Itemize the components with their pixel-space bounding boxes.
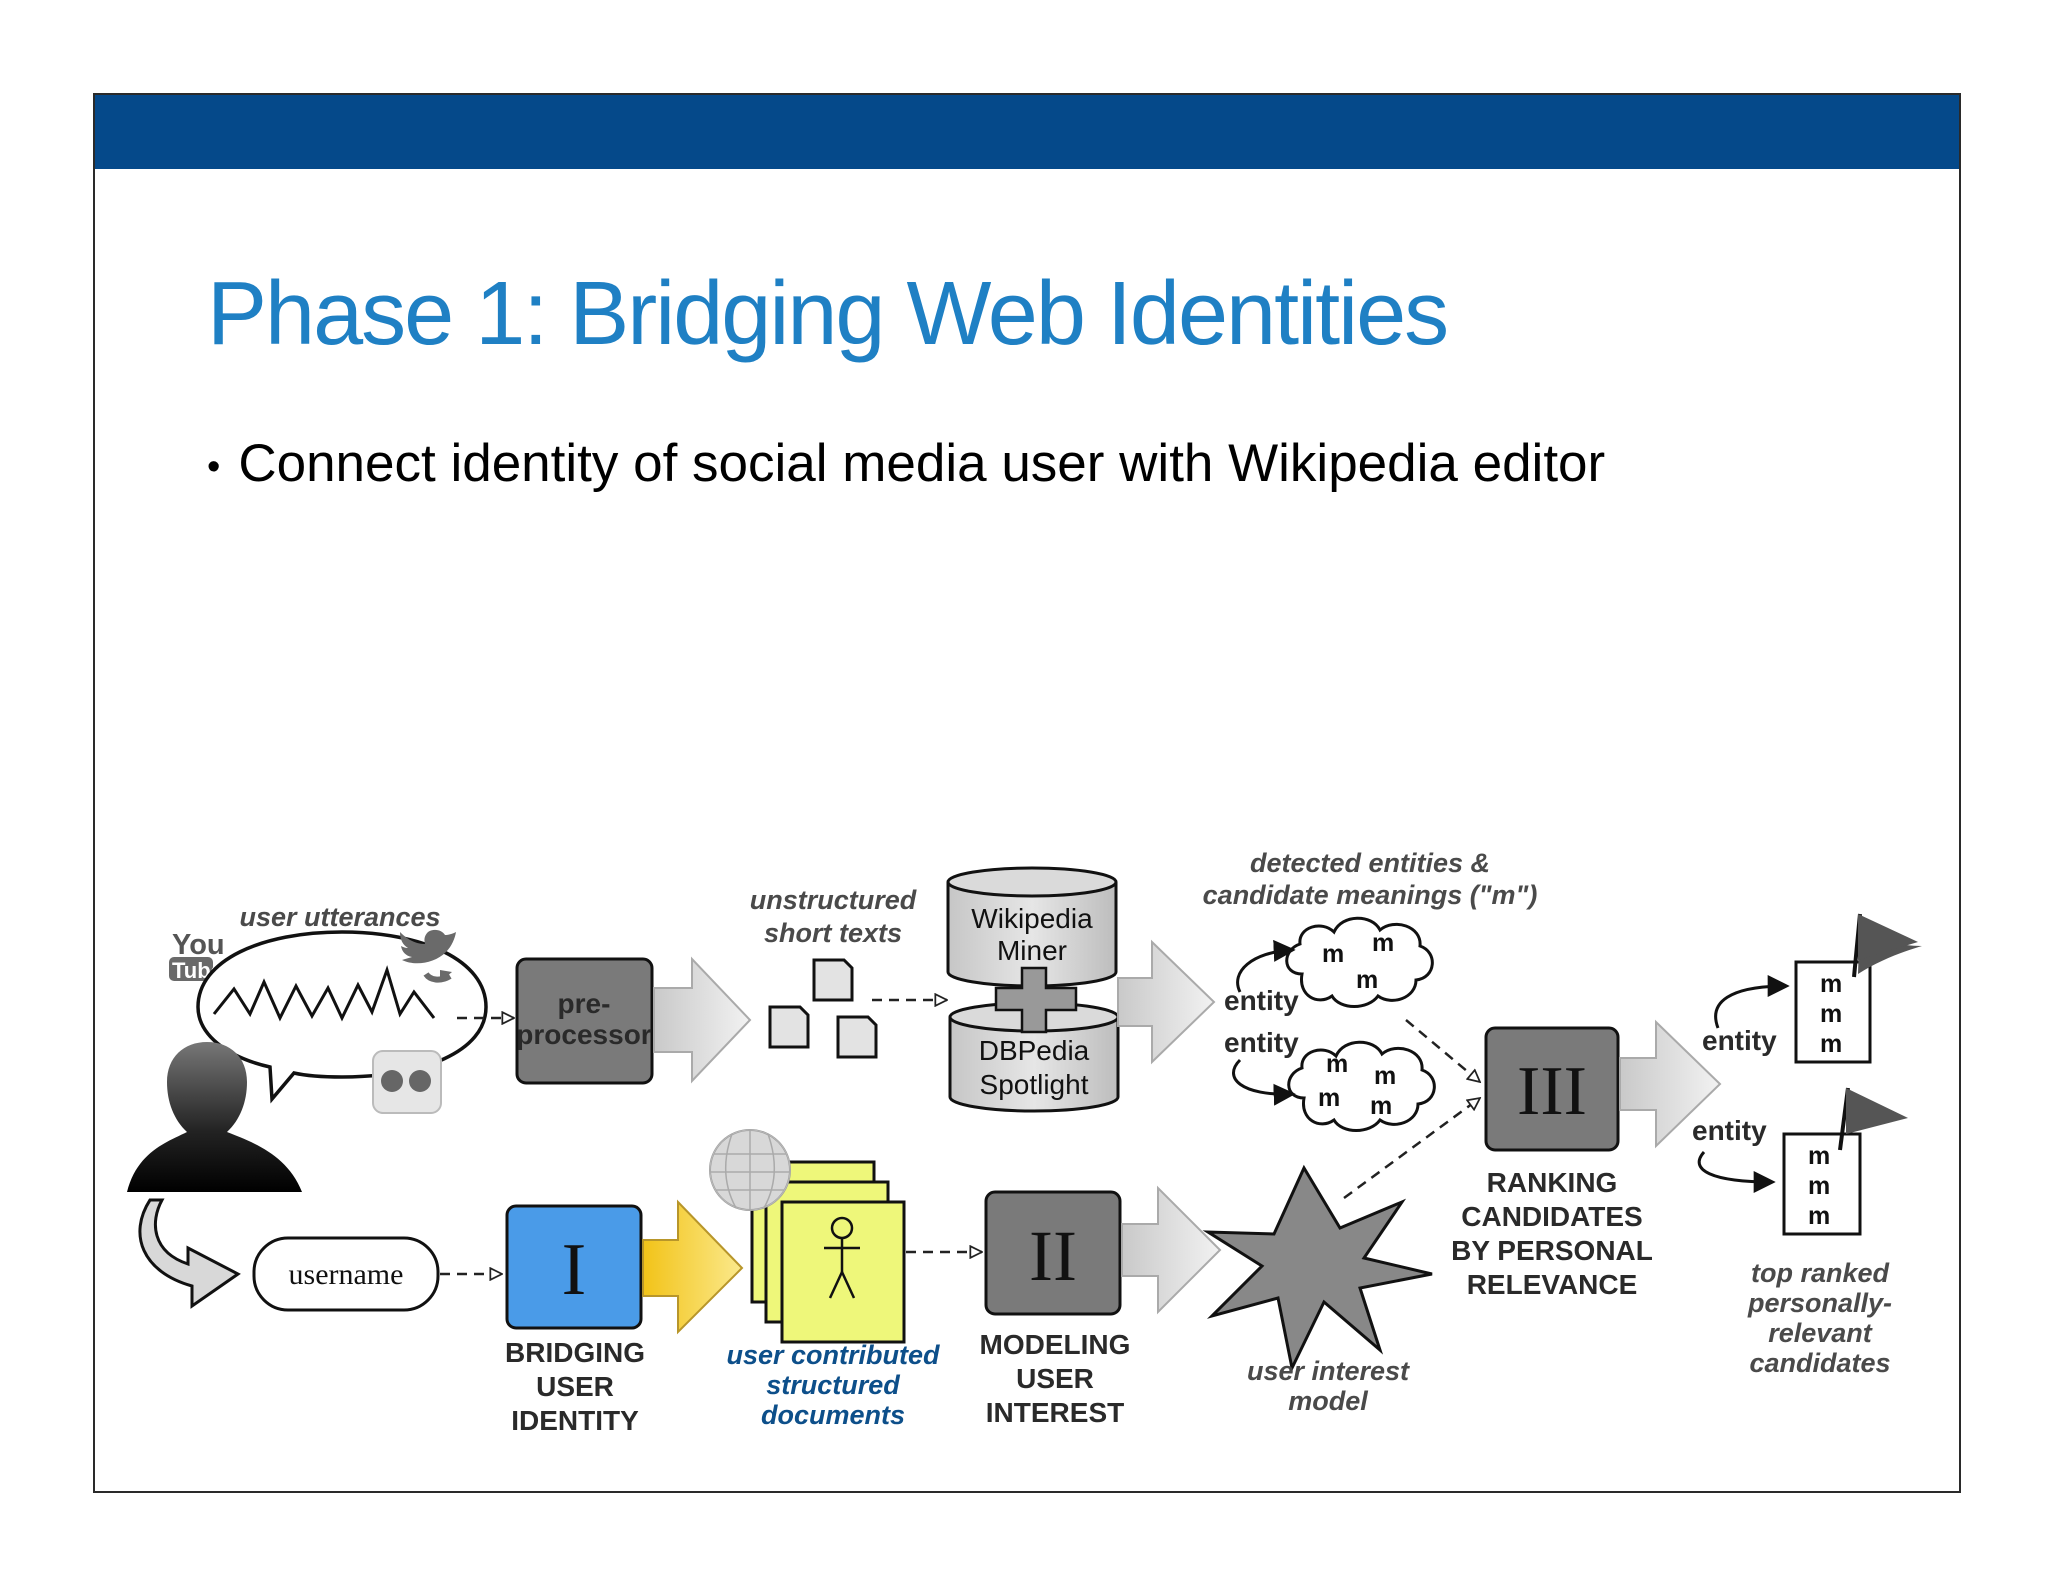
modeling-label-3: INTEREST [986,1397,1124,1428]
ranking-label-1: RANKING [1487,1167,1618,1198]
wikipedia-miner-database: Wikipedia Miner [946,866,1118,988]
ranked-m: m [1820,1000,1842,1028]
plus-combine-icon [994,966,1078,1034]
ranked-m: m [1820,970,1842,998]
user-silhouette-icon [127,1042,302,1192]
ranked-list-2: m m m [1782,1132,1862,1236]
dbpedia-label-1: DBPedia [979,1035,1090,1066]
wikipedia-miner-label-2: Miner [997,935,1067,966]
top-ranked-label-1: top ranked [1751,1258,1890,1288]
interest-model-label-2: model [1288,1386,1368,1416]
meaning-m: m [1370,1092,1392,1120]
preprocessor-label-1: pre- [558,988,611,1019]
unstructured-label-2: short texts [764,918,902,948]
ranked-list-1: m m m [1794,960,1872,1064]
meaning-m: m [1318,1084,1340,1112]
wikipedia-miner-label-1: Wikipedia [971,903,1093,934]
bullet-text: Connect identity of social media user wi… [238,434,1606,493]
unstructured-label-1: unstructured [750,885,917,915]
bridging-label-1: BRIDGING [505,1337,645,1368]
result-entity-arrow-2 [1697,1151,1776,1193]
bridging-box-I: I [505,1204,643,1330]
bridging-label-3: IDENTITY [511,1405,639,1436]
result-entity-label-2: entity [1692,1115,1767,1146]
ranking-label-3: BY PERSONAL [1451,1235,1653,1266]
entity-arrow-1 [1236,939,1296,993]
detected-entities-label-1: detected entities & [1250,848,1490,878]
flickr-logo-icon [372,1050,442,1114]
user-contributed-documents-icon [750,1160,906,1344]
preprocessor-box: pre- processor [515,957,654,1085]
slide-frame: Phase 1: Bridging Web Identities • Connec… [93,93,1961,1493]
flow-arrow-to-documents [642,1199,744,1335]
user-interest-model-star-icon [1202,1164,1433,1373]
meaning-m: m [1322,940,1344,968]
contrib-label-3: documents [761,1400,905,1430]
dbpedia-label-2: Spotlight [980,1069,1089,1100]
bridging-box-numeral: I [562,1229,587,1311]
ranking-label-4: RELEVANCE [1467,1269,1638,1300]
meaning-m: m [1356,966,1378,994]
candidate-meanings-cloud-2: m m m m [1287,1040,1436,1132]
bullet-item: • Connect identity of social media user w… [207,433,1605,494]
meaning-m: m [1372,929,1394,957]
user-utterances-label: user utterances [239,902,440,932]
ranking-label-2: CANDIDATES [1461,1201,1642,1232]
ranked-m: m [1808,1142,1830,1170]
youtube-logo-you: You [172,929,225,961]
modeling-box-II: II [984,1190,1122,1316]
entity-label-2: entity [1224,1027,1299,1058]
flow-arrow-to-entities [1117,939,1216,1065]
modeling-box-numeral: II [1029,1216,1077,1296]
candidate-meanings-cloud-1: m m m [1285,916,1434,1008]
header-banner [95,95,1959,169]
ranking-box-numeral: III [1517,1053,1587,1130]
modeling-label-1: MODELING [980,1329,1131,1360]
ranking-box-III: III [1484,1026,1620,1152]
ranked-m: m [1820,1030,1842,1058]
contrib-label-1: user contributed [726,1340,940,1370]
utterance-wave [212,965,436,1022]
flow-arrow-to-texts [653,956,752,1084]
top-ranked-label-2: personally- [1747,1288,1892,1318]
interest-model-label-1: user interest [1247,1356,1410,1386]
dashed-arrow-model-to-ranking [1343,1098,1480,1200]
username-text: username [289,1258,404,1291]
slide-title: Phase 1: Bridging Web Identities [207,264,1449,364]
architecture-diagram: You Tube user utterances pre- [127,848,1922,1436]
modeling-label-2: USER [1016,1363,1094,1394]
flow-arrow-to-model [1121,1185,1222,1315]
result-entity-label-1: entity [1702,1025,1777,1056]
flag-icon [1838,1087,1908,1151]
result-entity-arrow-1 [1714,975,1790,1029]
meaning-m: m [1374,1062,1396,1090]
flow-arrow-to-results [1619,1019,1722,1149]
meaning-m: m [1326,1050,1348,1078]
bullet-dot: • [207,445,221,488]
wikipedia-globe-icon [709,1129,791,1211]
flag-icon [1852,913,1922,978]
detected-entities-label-2: candidate meanings ("m") [1203,880,1538,910]
ranked-m: m [1808,1202,1830,1230]
username-box: username [252,1236,440,1312]
twitter-bird-icon [400,929,456,983]
entity-arrow-2 [1232,1058,1296,1106]
entity-label-1: entity [1224,985,1299,1016]
top-ranked-label-3: relevant [1768,1318,1873,1348]
curved-arrow-to-username [138,1198,241,1309]
top-ranked-label-4: candidates [1749,1348,1890,1378]
contrib-label-2: structured [766,1370,900,1400]
ranked-m: m [1808,1172,1830,1200]
bridging-label-2: USER [536,1371,614,1402]
preprocessor-label-2: processor [516,1019,651,1050]
short-text-documents-icon [768,958,878,1059]
